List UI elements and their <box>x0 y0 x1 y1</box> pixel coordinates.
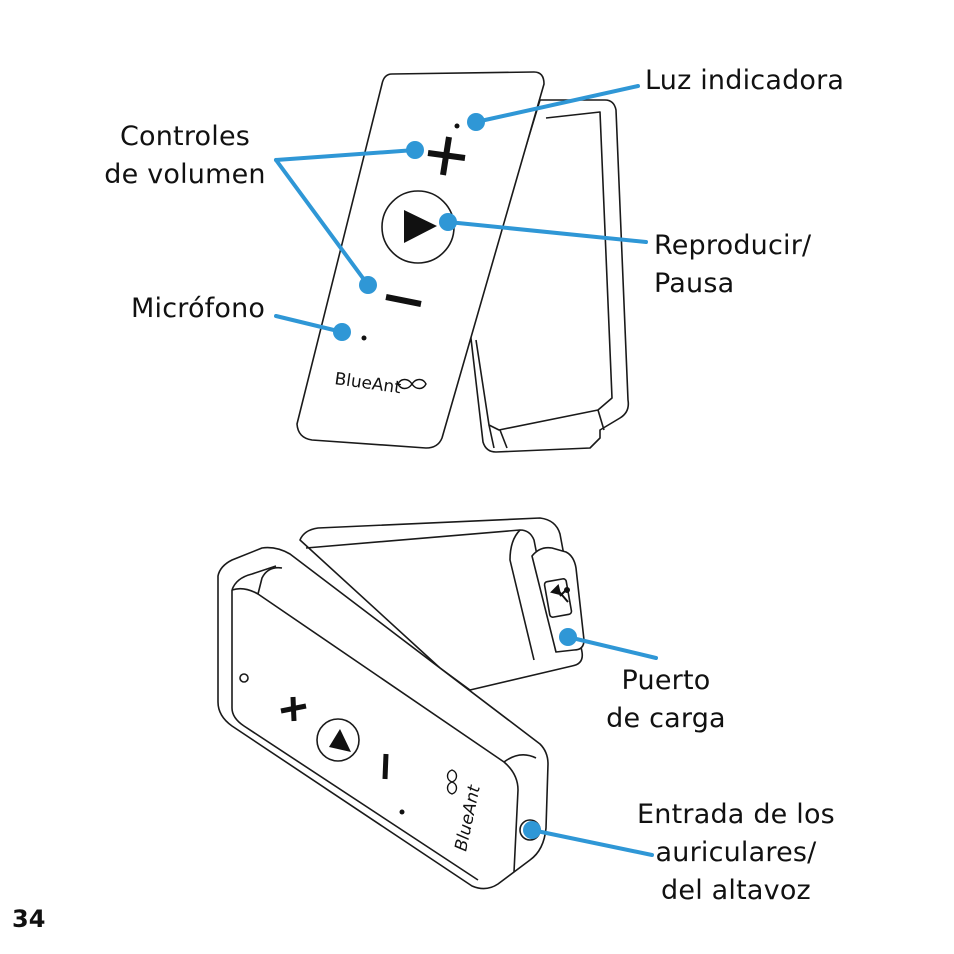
label-play-pause-line-1: Reproducir/ <box>654 230 812 261</box>
play-icon <box>404 210 437 243</box>
plus-icon <box>427 136 466 176</box>
mic-dot <box>399 809 405 815</box>
volume-down-marker <box>359 276 377 294</box>
play-pause-marker <box>439 213 457 231</box>
label-indicator-light: Luz indicadora <box>645 62 844 100</box>
headphone-input-marker <box>523 821 541 839</box>
callout-lines <box>274 84 658 857</box>
minus-icon <box>382 753 389 780</box>
label-volume-line-1: Controles <box>119 121 251 152</box>
label-charging-port: Puerto de carga <box>598 662 734 738</box>
top-device <box>296 71 630 453</box>
infinity-logo-icon <box>397 378 427 390</box>
volume-up-marker <box>406 141 424 159</box>
label-volume-controls: Controles de volumen <box>100 118 270 194</box>
label-microphone-text: Micrófono <box>131 293 266 324</box>
label-play-pause-line-2: Pausa <box>654 268 735 299</box>
label-microphone: Micrófono <box>131 290 265 328</box>
label-headphone-line-1: Entrada de los <box>637 799 835 830</box>
callout-dots <box>333 113 577 839</box>
charging-port-marker <box>559 628 577 646</box>
label-headphone-line-2: auriculares/ <box>655 837 817 868</box>
usb-icon <box>550 584 570 603</box>
microphone-marker <box>333 323 351 341</box>
label-indicator-light-text: Luz indicadora <box>645 65 845 96</box>
label-headphone-line-3: del altavoz <box>661 875 811 906</box>
label-charging-line-2: de carga <box>606 703 726 734</box>
bottom-device <box>217 517 585 890</box>
label-headphone-input: Entrada de los auriculares/ del altavoz <box>630 796 842 910</box>
indicator-dot <box>454 123 460 129</box>
infinity-logo-icon <box>446 769 458 795</box>
label-volume-line-2: de volumen <box>104 159 266 190</box>
plus-icon <box>280 696 307 722</box>
mic-dot <box>361 335 367 341</box>
play-icon <box>329 729 351 752</box>
label-play-pause: Reproducir/ Pausa <box>654 227 811 303</box>
page-number: 34 <box>12 905 46 933</box>
label-charging-line-1: Puerto <box>621 665 711 696</box>
indicator-light-marker <box>467 113 485 131</box>
minus-icon <box>385 294 422 307</box>
